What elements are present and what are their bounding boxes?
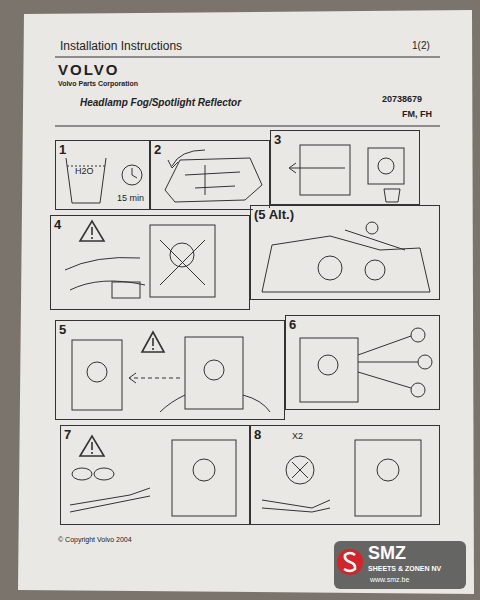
reflector-frame bbox=[355, 440, 421, 516]
pull-arrow bbox=[290, 168, 345, 169]
step-number: 7 bbox=[63, 428, 72, 442]
step-panel: 1H2O 15 min bbox=[55, 140, 150, 210]
copyright-note: © Copyright Volvo 2004 bbox=[58, 536, 132, 544]
reflector-frame bbox=[185, 337, 243, 409]
hand-outline bbox=[65, 258, 145, 291]
step-number: 2 bbox=[153, 143, 162, 157]
lens-ring bbox=[377, 459, 399, 481]
bulb bbox=[418, 355, 432, 369]
part-number: 20738679 bbox=[382, 94, 422, 104]
logo-mark bbox=[344, 553, 355, 571]
brand-name: VOLVO bbox=[58, 61, 119, 78]
warning-triangle bbox=[142, 332, 164, 352]
slide-arrow bbox=[130, 378, 180, 379]
paper-sheet bbox=[18, 10, 474, 594]
lamp-ring bbox=[365, 260, 385, 280]
lens-ring bbox=[378, 158, 394, 174]
cross-mark bbox=[160, 240, 205, 285]
callout-text: 15 min bbox=[116, 194, 145, 204]
headlamp-detail bbox=[185, 165, 240, 195]
step-number: 4 bbox=[53, 218, 62, 232]
reflector-frame bbox=[150, 225, 215, 297]
watermark-url: www.smz.be bbox=[370, 576, 409, 584]
reflector-frame bbox=[172, 440, 236, 516]
step-panel: 6 bbox=[285, 315, 440, 410]
clip-detail bbox=[292, 462, 308, 478]
lens-ring bbox=[87, 362, 107, 382]
warning-mark bbox=[91, 227, 93, 239]
step-number: 1 bbox=[58, 143, 67, 157]
step-panel: (5 Alt.) bbox=[250, 205, 440, 300]
reflector-frame bbox=[72, 340, 122, 410]
cab-outline bbox=[262, 236, 430, 292]
sheet-title: Installation Instructions bbox=[60, 40, 182, 54]
warning-mark bbox=[152, 338, 154, 350]
model-list: FM, FH bbox=[402, 109, 432, 119]
glass-icon bbox=[66, 158, 106, 203]
step-number: 6 bbox=[288, 318, 297, 332]
step-panel: 7 bbox=[60, 425, 250, 525]
callout-text: H2O bbox=[74, 167, 95, 177]
step-panel: 2 bbox=[150, 140, 270, 210]
warning-triangle bbox=[80, 436, 104, 456]
lens-ring bbox=[204, 360, 224, 380]
step-panel: 8 X2 bbox=[250, 425, 440, 525]
arrow-head bbox=[129, 373, 136, 383]
clock-icon bbox=[122, 165, 142, 185]
warning-triangle bbox=[80, 221, 104, 241]
part-name: Headlamp Fog/Spotlight Reflector bbox=[80, 97, 241, 109]
screw-head bbox=[366, 222, 378, 234]
reflector-frame bbox=[300, 338, 358, 402]
watermark-text: SHEETS & ZONEN NV bbox=[368, 565, 441, 573]
goggles bbox=[72, 468, 92, 480]
header-rule bbox=[55, 57, 440, 58]
logo-disc bbox=[337, 549, 363, 575]
detail-circle bbox=[286, 456, 314, 484]
lens-ring bbox=[193, 459, 215, 481]
header-rule bbox=[55, 126, 440, 127]
logo-plate bbox=[334, 541, 466, 589]
step-panel: 3 bbox=[270, 130, 420, 205]
reflector-frame bbox=[300, 145, 350, 195]
clock-hands bbox=[132, 168, 137, 178]
headlamp-unit bbox=[165, 158, 262, 202]
goggles bbox=[94, 468, 114, 480]
lens-ring bbox=[318, 355, 338, 375]
bulb bbox=[411, 328, 425, 342]
callout-text: X2 bbox=[291, 432, 304, 442]
warning-mark bbox=[91, 442, 93, 454]
arrow-head bbox=[168, 160, 178, 168]
wire bbox=[160, 395, 270, 412]
cup-icon bbox=[384, 189, 400, 202]
bulb bbox=[411, 383, 425, 397]
company-name: Volvo Parts Corporation bbox=[58, 80, 138, 88]
page-number: 1(2) bbox=[412, 40, 430, 52]
arrow-head bbox=[289, 163, 296, 173]
watermark-logo: SMZ bbox=[368, 543, 406, 564]
step-panel: 5 bbox=[55, 320, 285, 420]
step-number: 3 bbox=[273, 133, 282, 147]
tube-icon bbox=[112, 282, 140, 298]
step-panel: 4 bbox=[50, 215, 250, 310]
pliers bbox=[70, 488, 150, 512]
wire bbox=[358, 336, 418, 388]
side-cutter bbox=[262, 500, 330, 512]
step-number: 8 bbox=[253, 428, 262, 442]
step-number: (5 Alt.) bbox=[253, 208, 295, 222]
step-number: 5 bbox=[58, 323, 67, 337]
lamp-ring bbox=[318, 256, 342, 280]
reflector-frame bbox=[368, 148, 404, 184]
